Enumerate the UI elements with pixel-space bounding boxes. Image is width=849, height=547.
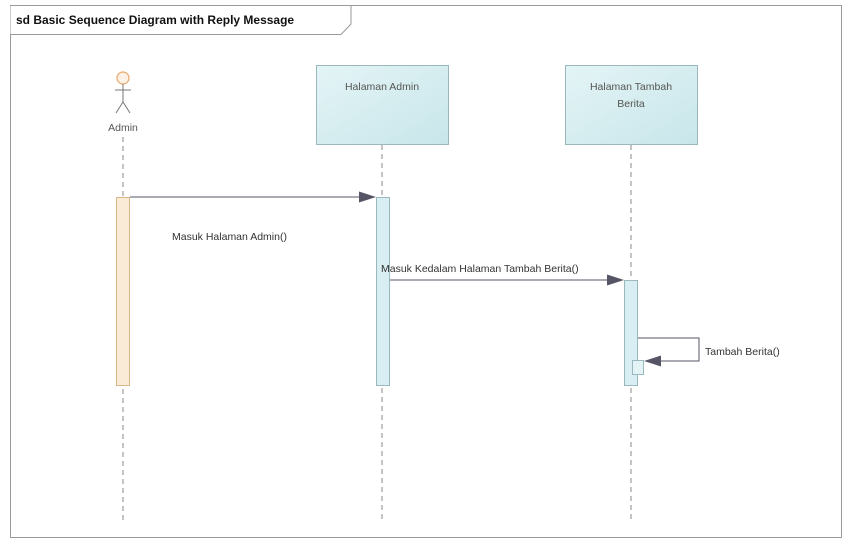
actor-admin[interactable]: Admin [108, 71, 138, 134]
frame-title-tab [10, 5, 352, 35]
message-masuk-halaman-admin[interactable]: Masuk Halaman Admin() [130, 191, 376, 244]
actor-label: Admin [108, 122, 138, 134]
arrowhead-icon [644, 355, 661, 367]
actor-head-icon [116, 71, 130, 85]
lifeline-halaman-tambah-berita[interactable]: Halaman Tambah Berita [565, 65, 698, 145]
lifeline-halaman-admin[interactable]: Halaman Admin [316, 65, 449, 145]
lifeline-label-line1: Halaman Tambah [590, 81, 672, 93]
lifeline-label-line2: Berita [617, 98, 645, 110]
activation-bar-tambah-berita [624, 280, 638, 386]
message-label: Masuk Halaman Admin() [172, 231, 287, 243]
message-label: Tambah Berita() [705, 346, 780, 358]
arrowhead-icon [359, 191, 376, 203]
activation-bar-admin [116, 197, 130, 386]
lifeline-label: Halaman Admin [345, 81, 419, 93]
message-label: Masuk Kedalam Halaman Tambah Berita() [381, 263, 579, 275]
message-tambah-berita-self[interactable]: Tambah Berita() [638, 337, 780, 367]
arrowhead-icon [607, 274, 624, 286]
frame-title: sd Basic Sequence Diagram with Reply Mes… [16, 13, 294, 27]
activation-bar-halaman-admin [376, 197, 390, 386]
activation-bar-self-call [632, 360, 644, 375]
message-masuk-kedalam-halaman-tambah-berita[interactable]: Masuk Kedalam Halaman Tambah Berita() [381, 263, 624, 286]
